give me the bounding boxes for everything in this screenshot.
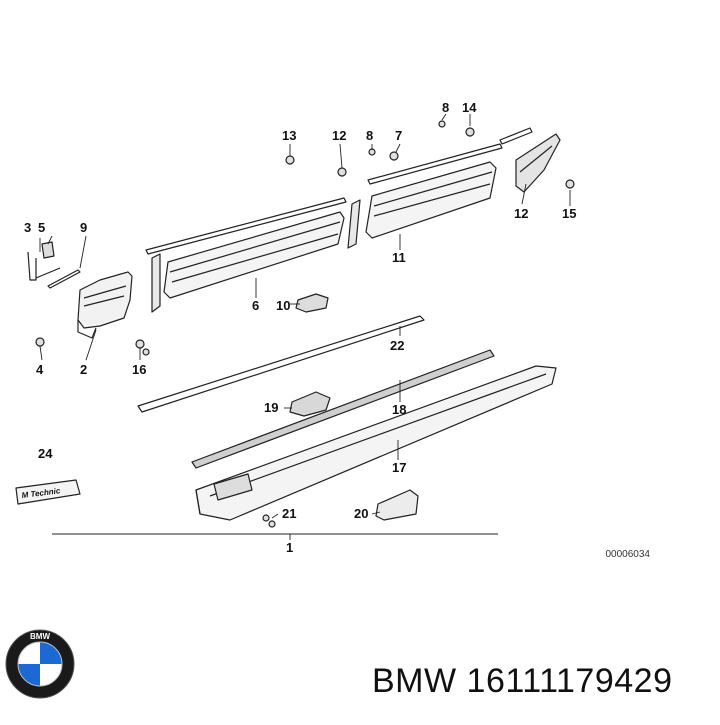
part-11-rear-door-moulding	[347, 127, 533, 249]
part-18-rocker-panel	[195, 365, 557, 521]
callout-12: 12	[514, 206, 528, 221]
callout-24: 24	[38, 446, 53, 461]
leader-lines	[39, 113, 571, 540]
callout-labels: 3 5 9 4 2 16 6 10 13 12 8 7 8 14 11 12 1…	[24, 100, 576, 555]
callout-23: 22	[390, 338, 404, 353]
callout-10: 10	[276, 298, 290, 313]
part-10-clip	[295, 293, 329, 313]
part-2-front-cover	[77, 271, 133, 339]
brand-part-line: BMW 16111179429	[372, 662, 672, 701]
part-24-emblem	[15, 479, 81, 505]
callout-15: 14	[462, 100, 477, 115]
fasteners	[35, 120, 575, 528]
part-23-strip	[137, 315, 425, 413]
callout-2: 2	[80, 362, 87, 377]
callout-22: 21	[282, 506, 296, 521]
part-3-5-bracket	[27, 241, 61, 281]
callout-17: 16	[132, 362, 146, 377]
callout-7: 7	[395, 128, 402, 143]
drawing-code: 00006034	[605, 549, 651, 560]
callout-1: 1	[286, 540, 293, 555]
callout-16: 15	[562, 206, 576, 221]
part-9-rod	[47, 269, 81, 289]
callout-13: 12	[332, 128, 346, 143]
part-number: 16111179429	[466, 662, 673, 700]
callout-18: 17	[392, 460, 406, 475]
callout-14: 13	[282, 128, 296, 143]
callout-4: 4	[36, 362, 44, 377]
callout-11: 11	[392, 250, 406, 265]
brand-name: BMW	[372, 662, 457, 700]
callout-21: 20	[354, 506, 368, 521]
callout-20: 19	[264, 400, 278, 415]
bmw-logo-icon: BMW	[5, 629, 75, 699]
part-6-front-door-moulding	[145, 197, 347, 313]
part-19-seal	[191, 349, 495, 469]
callout-9: 9	[80, 220, 87, 235]
callout-8b: 8	[442, 100, 449, 115]
logo-text: BMW	[30, 632, 50, 641]
callout-5: 5	[38, 220, 45, 235]
callout-3: 3	[24, 220, 31, 235]
callout-6: 6	[252, 298, 259, 313]
part-12-rear-quarter	[515, 133, 561, 193]
callout-19: 18	[392, 402, 406, 417]
callout-8a: 8	[366, 128, 373, 143]
part-20-bracket	[289, 391, 331, 417]
part-21-block	[375, 489, 419, 521]
